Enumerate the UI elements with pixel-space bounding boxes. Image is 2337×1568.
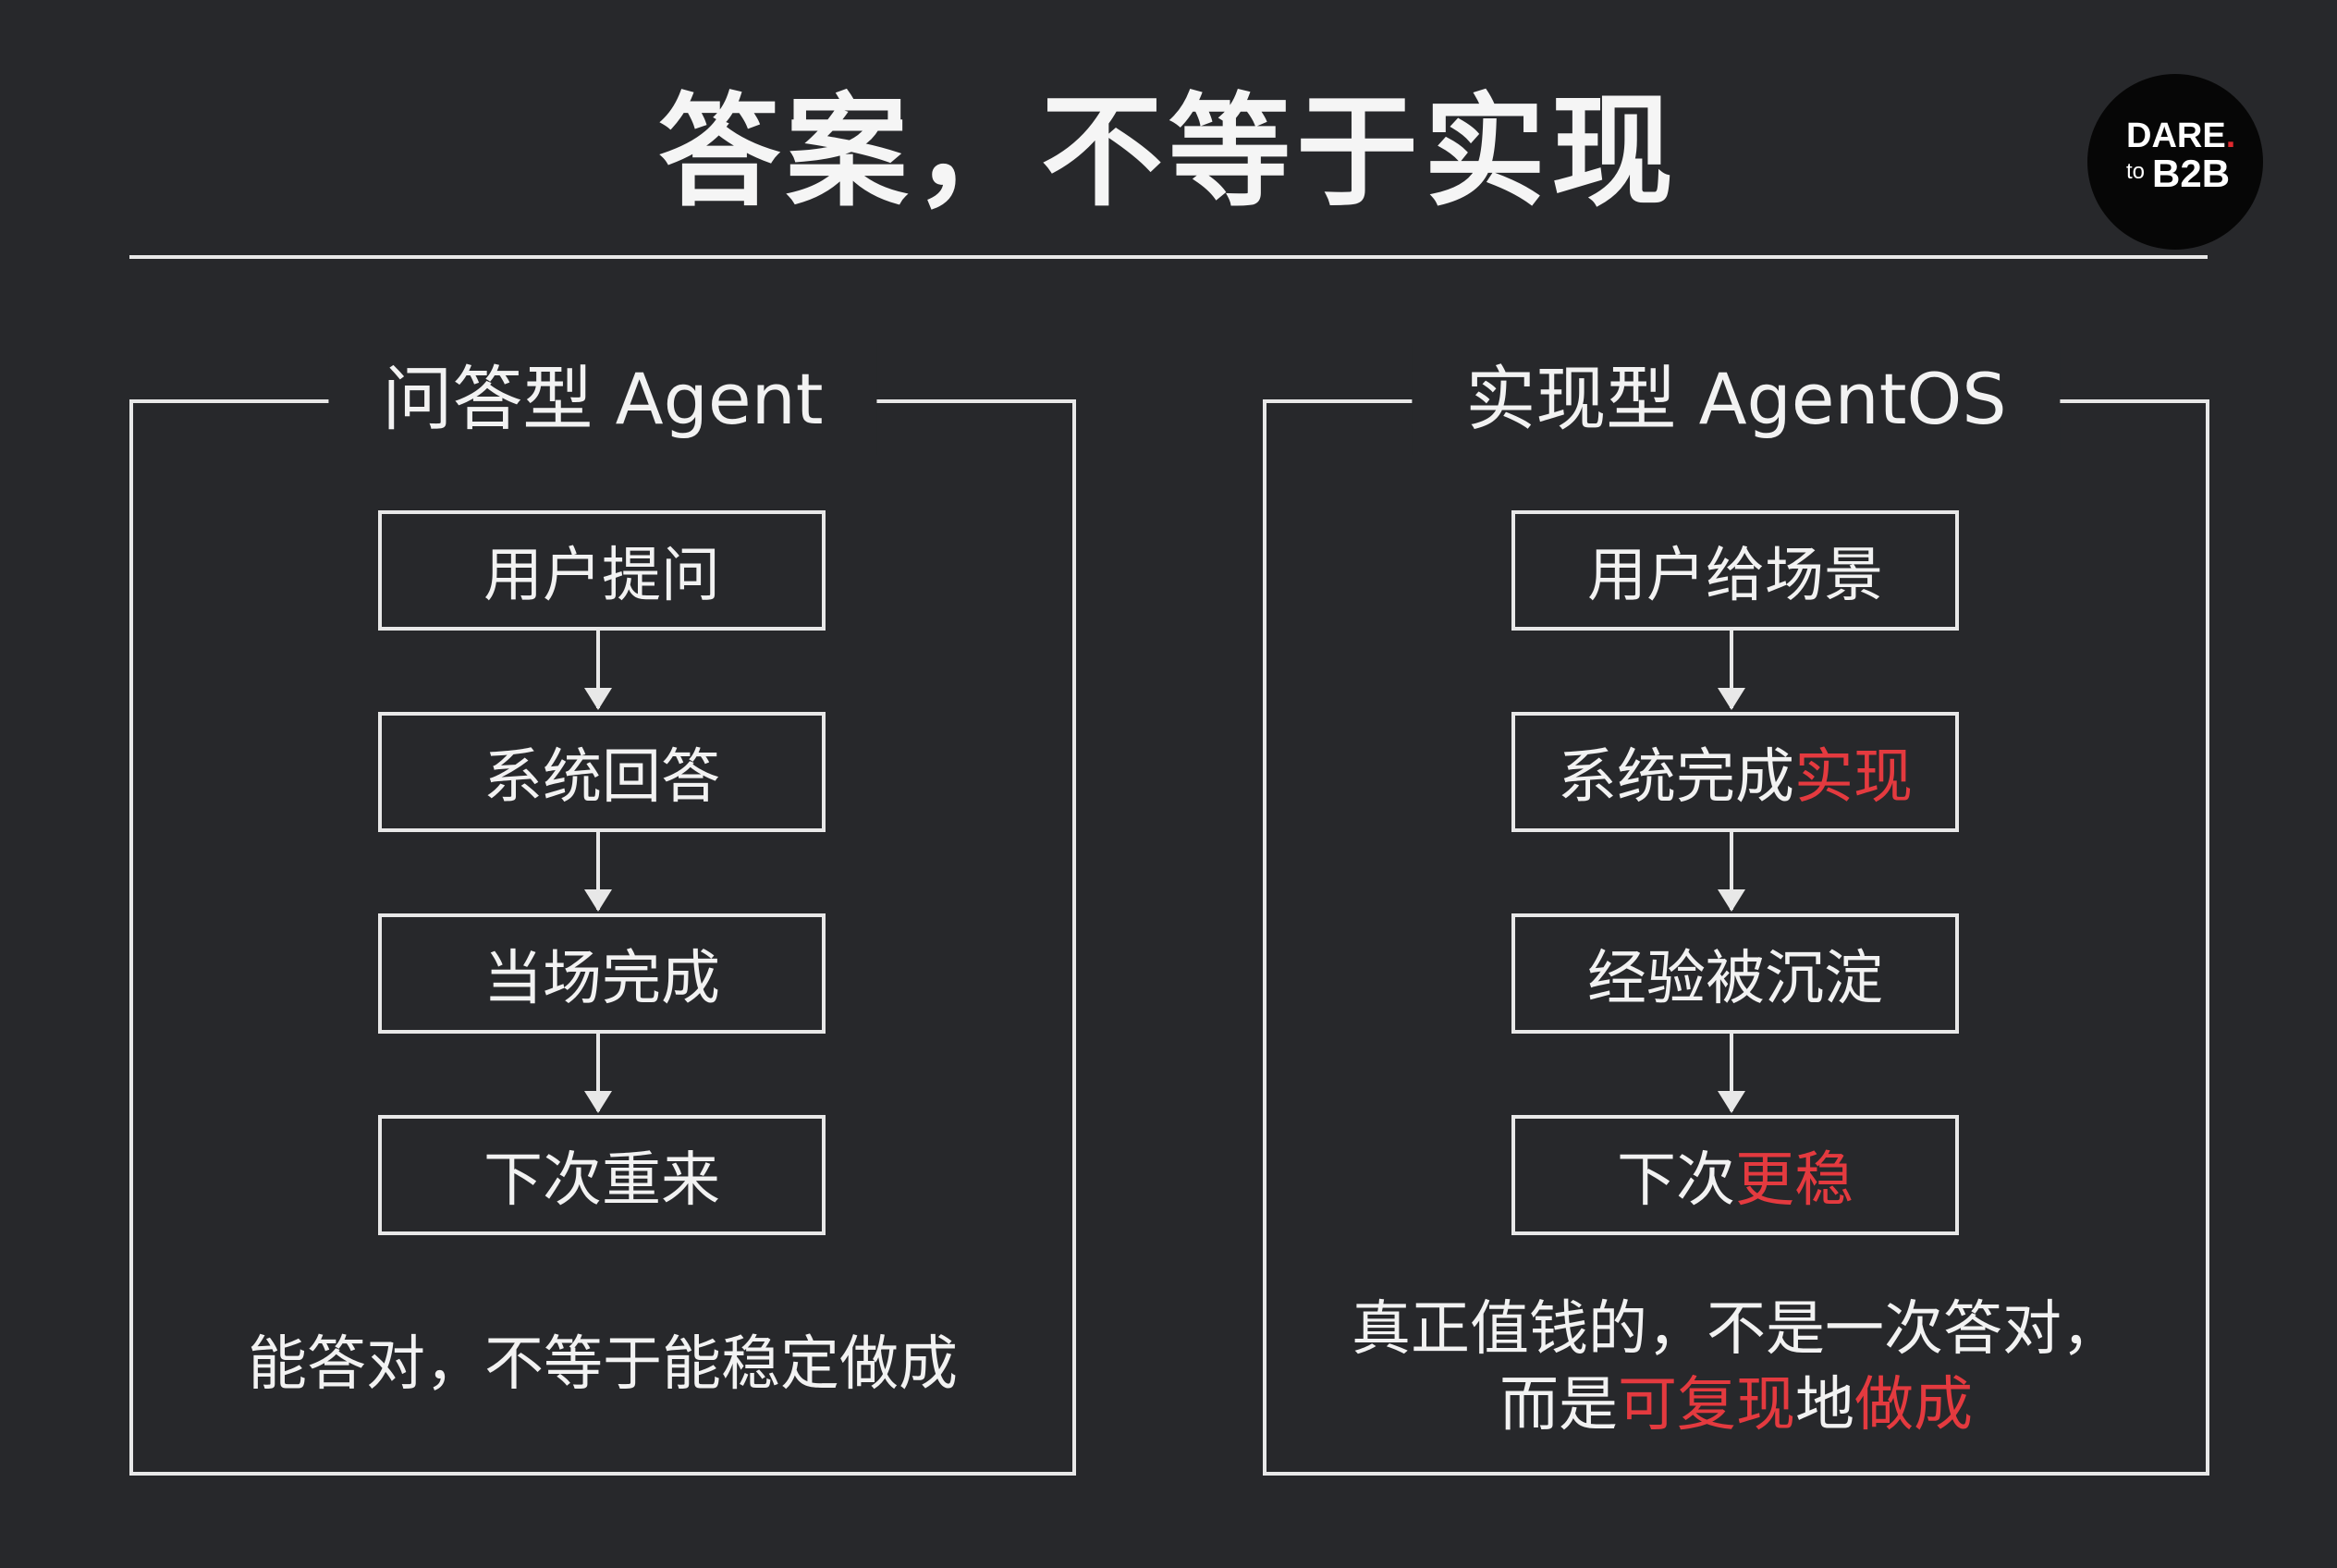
right-arrow-3 [1718,1034,1745,1113]
right-step2-text: 系统完成 [1558,743,1794,812]
right-caption-highlight-done: 做成 [1854,1371,1973,1439]
agentos-panel-title: 实现型 AgentOS [1412,344,2061,455]
left-arrow-1 [584,631,612,710]
page-title: 答案，不等于实现 [658,81,1679,224]
right-arrow-2 [1718,832,1745,912]
right-step-more-stable: 下次更稳 [1511,1115,1959,1235]
right-step-user-gives-scenario: 用户给场景 [1511,510,1959,631]
agentos-panel: 实现型 AgentOS 用户给场景 系统完成实现 经验被沉淀 下次更稳 真正值钱… [1263,344,2209,1476]
left-step-user-question: 用户提问 [378,510,826,631]
right-caption-line-2: 而是可复现地做成 [1499,1371,1973,1439]
right-step-system-completes: 系统完成实现 [1511,712,1959,832]
right-step4-highlight: 更稳 [1735,1146,1854,1215]
left-step-complete-on-spot: 当场完成 [378,913,826,1034]
qa-agent-panel: 问答型 Agent 用户提问 系统回答 当场完成 下次重来 能答对，不等于能稳定… [129,344,1076,1476]
left-arrow-3 [584,1034,612,1113]
left-step-restart-next-time: 下次重来 [378,1115,826,1235]
left-step-system-answer: 系统回答 [378,712,826,832]
right-step4-text: 下次 [1617,1146,1735,1215]
logo-to-text: to [2126,159,2146,184]
title-divider [129,255,2208,259]
right-step2-highlight: 实现 [1794,743,1913,812]
right-step-experience-retained: 经验被沉淀 [1511,913,1959,1034]
right-caption-highlight-reproducible: 可复现 [1618,1371,1795,1439]
right-caption-line-1: 真正值钱的，不是一次答对， [1352,1295,2121,1364]
left-arrow-2 [584,832,612,912]
qa-agent-panel-title: 问答型 Agent [328,344,877,455]
left-caption: 能答对，不等于能稳定做成 [248,1330,958,1399]
logo-dare-text: DARE. [2126,116,2236,155]
dare-to-b2b-logo: DARE. to B2B [2087,74,2263,250]
logo-b2b-text: B2B [2152,152,2231,195]
right-arrow-1 [1718,631,1745,710]
